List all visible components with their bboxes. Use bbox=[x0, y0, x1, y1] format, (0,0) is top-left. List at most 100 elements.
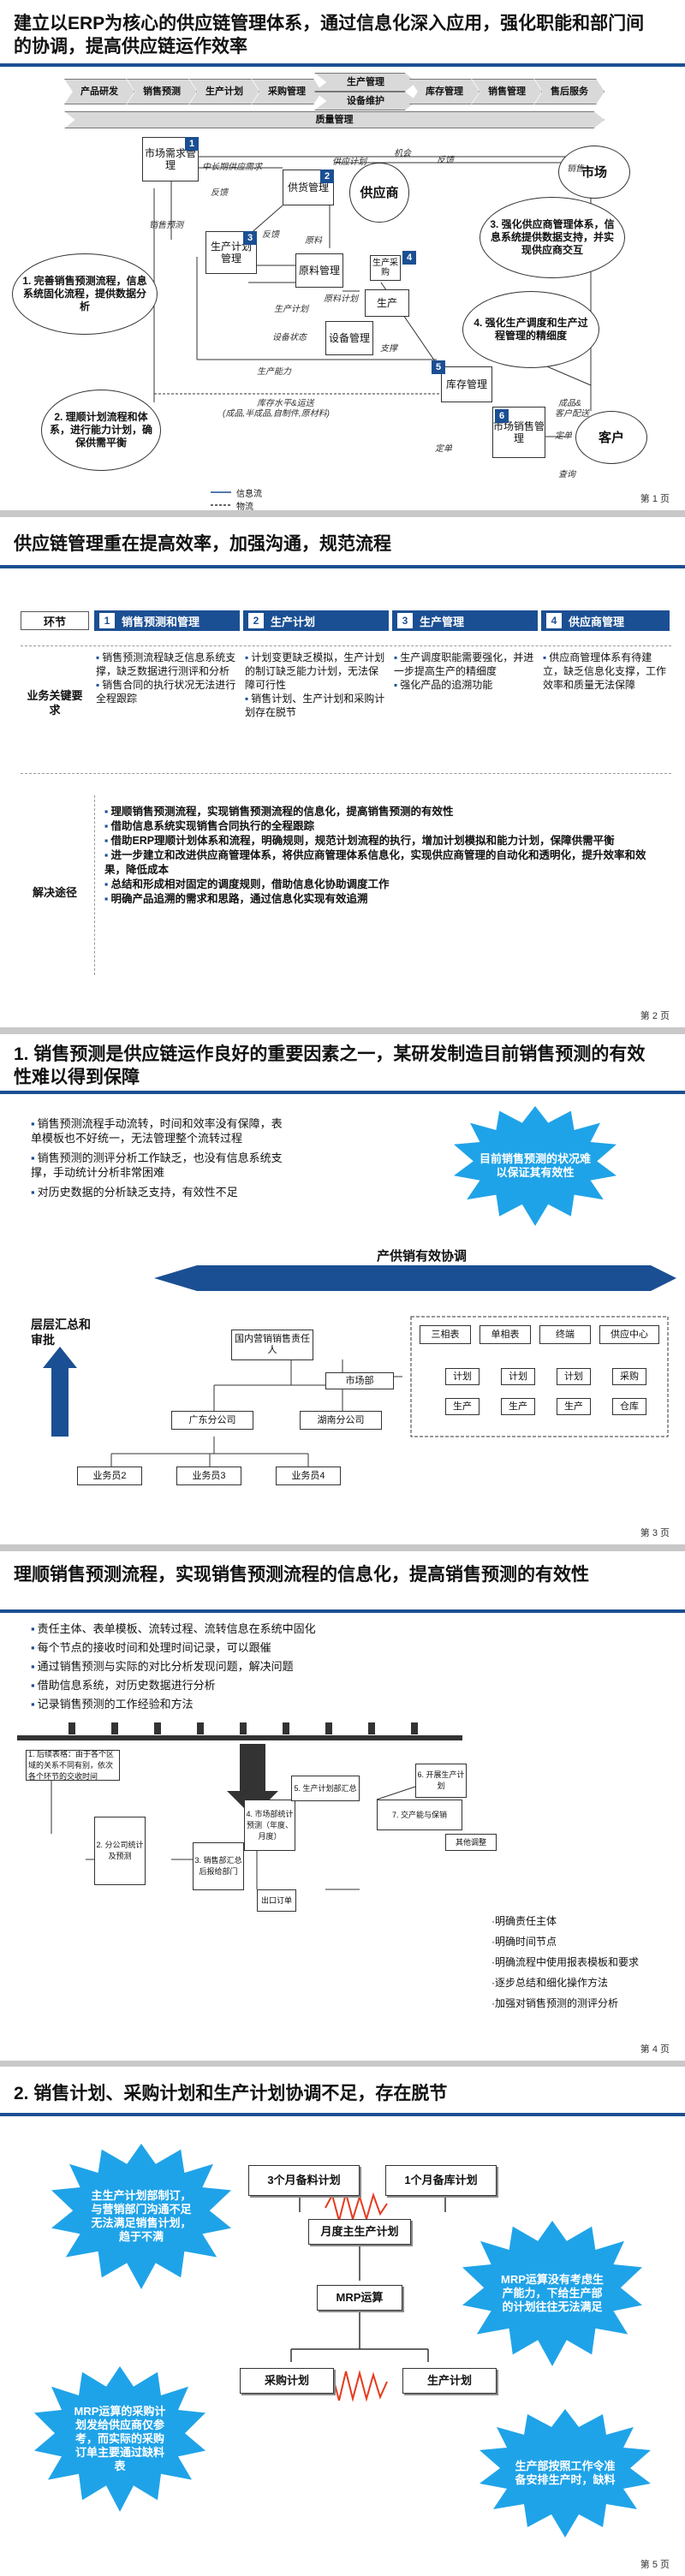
org-unit: 计划 bbox=[445, 1368, 480, 1385]
page-number: 第 3 页 bbox=[640, 1528, 670, 1538]
title-underline bbox=[0, 1609, 685, 1613]
flow-label: 原料计划 bbox=[324, 294, 358, 304]
process-step: 5. 生产计划部汇总 bbox=[291, 1776, 360, 1801]
req-cell: 销售预测流程缺乏信息系统支撑，缺乏数据进行测评和分析销售合同的执行状况无法进行全… bbox=[96, 651, 237, 705]
flow-label: 设备状态 bbox=[272, 333, 307, 342]
page-number: 第 4 页 bbox=[640, 2044, 670, 2055]
callout-oval: 1. 完善销售预测流程，信息系统固化流程，提供数据分析 bbox=[12, 253, 158, 335]
node-supply-mgmt: 供货管理 bbox=[283, 170, 334, 205]
process-step: 6. 开展生产计划 bbox=[415, 1764, 467, 1798]
flow-label: 反馈 bbox=[211, 188, 228, 198]
org-unit: 计划 bbox=[557, 1368, 591, 1385]
bullet-list: 销售预测流程手动流转，时间和效率没有保障，表单模板也不好统一，无法管理整个流转过… bbox=[31, 1116, 288, 1199]
flow-label: 销售预测 bbox=[149, 221, 183, 230]
slide-title: 2. 销售计划、采购计划和生产计划协调不足，存在脱节 bbox=[14, 2084, 448, 2103]
callout-oval: 3. 强化供应商管理体系，信息系统提供数据支持，并实现供应商交互 bbox=[480, 197, 625, 278]
chain-step: 产品研发 bbox=[64, 79, 134, 104]
page-number: 第 1 页 bbox=[640, 494, 670, 504]
node-production: 生产 bbox=[365, 289, 409, 317]
node-number: 4 bbox=[402, 251, 416, 265]
slide-title: 建立以ERP为核心的供应链管理体系，通过信息化深入应用，强化职能和部门间的协调，… bbox=[14, 14, 645, 57]
legend-material-flow: 物流 bbox=[236, 503, 253, 510]
node-supplier: 供应商 bbox=[349, 163, 409, 223]
callout-oval: 2. 理顺计划流程和体系，进行能力计划，确保供需平衡 bbox=[41, 390, 161, 471]
node-customer: 客户 bbox=[575, 411, 647, 464]
flow-label: (成品,半成品,自制件,原材料) bbox=[223, 409, 330, 419]
chain-step: 采购管理 bbox=[252, 79, 322, 104]
flow-label: 生产能力 bbox=[257, 367, 291, 377]
quality-bar: 质量管理 bbox=[64, 111, 605, 128]
org-unit: 采购 bbox=[612, 1368, 646, 1385]
req-cell: 计划变更缺乏模拟，生产计划的制订缺乏能力计划，无法保障可行性销售计划、生产计划和… bbox=[245, 651, 386, 719]
stage-label: 销售预测和管理 bbox=[122, 615, 200, 628]
stage-label: 供应商管理 bbox=[569, 615, 625, 628]
flow-label: 反馈 bbox=[437, 156, 454, 165]
flow-label: 查询 bbox=[558, 470, 575, 479]
slide-3: 1. 销售预测是供应链运作良好的重要因素之一，某研发制造目前销售预测的有效性难以… bbox=[0, 1034, 685, 1544]
org-unit: 生产 bbox=[557, 1398, 591, 1415]
req-cell: 生产调度职能需要强化，并进一步提高生产的精细度强化产品的追溯功能 bbox=[394, 651, 535, 692]
org-group: 三相表 bbox=[420, 1325, 471, 1344]
org-unit: 生产 bbox=[501, 1398, 535, 1415]
flow-label: 供应计划 bbox=[332, 158, 366, 167]
node-number: 3 bbox=[243, 231, 257, 245]
callout-oval: 4. 强化生产调度和生产过程管理的精细度 bbox=[462, 291, 599, 368]
flow-label: 成品& bbox=[558, 399, 581, 408]
title-underline bbox=[0, 63, 685, 67]
node-prod-plan: 生产计划管理 bbox=[206, 231, 257, 274]
org-rep: 业务员2 bbox=[77, 1466, 142, 1485]
plan-box: 生产计划 bbox=[402, 2368, 497, 2394]
org-group: 单相表 bbox=[480, 1325, 531, 1344]
plan-box: 1个月备库计划 bbox=[385, 2165, 497, 2196]
node-number: 2 bbox=[320, 170, 334, 183]
org-group: 终端 bbox=[539, 1325, 591, 1344]
stage-label: 生产计划 bbox=[271, 615, 316, 628]
org-unit: 生产 bbox=[445, 1398, 480, 1415]
flow-label: 生产计划 bbox=[274, 305, 308, 314]
slide-1: 建立以ERP为核心的供应链管理体系，通过信息化深入应用，强化职能和部门间的协调，… bbox=[0, 0, 685, 510]
plan-box: 月度主生产计划 bbox=[308, 2219, 411, 2245]
coord-label: 产供销有效协调 bbox=[377, 1249, 468, 1264]
flow-label: 支撑 bbox=[380, 344, 397, 354]
col-header: 环节 bbox=[21, 611, 89, 630]
flow-label: 中长期供应需求 bbox=[202, 163, 262, 172]
flow-label: 原料 bbox=[305, 236, 322, 246]
plan-box: 采购计划 bbox=[240, 2368, 334, 2394]
process-step: 其他调整 bbox=[445, 1834, 497, 1851]
org-rep: 业务员4 bbox=[276, 1466, 341, 1485]
slide-5: 2. 销售计划、采购计划和生产计划协调不足，存在脱节 3个月备料计划 1个月备库… bbox=[0, 2067, 685, 2576]
org-branch: 湖南分公司 bbox=[300, 1411, 382, 1430]
chain-step: 库存管理 bbox=[409, 79, 480, 104]
org-branch: 广东分公司 bbox=[171, 1411, 253, 1430]
process-step: 7. 交产能与保销 bbox=[377, 1800, 462, 1830]
flow-label: 机会 bbox=[394, 149, 411, 158]
page-number: 第 5 页 bbox=[640, 2560, 670, 2570]
right-list: ·明确责任主体 ·明确时间节点 ·明确流程中使用报表模板和要求 ·逐步总结和细化… bbox=[491, 1915, 639, 2009]
node-market: 市场 bbox=[558, 146, 630, 199]
slide-4: 理顺销售预测流程，实现销售预测流程的信息化，提高销售预测的有效性 责任主体、表单… bbox=[0, 1551, 685, 2061]
node-sales-mgmt: 市场销售管理 bbox=[492, 407, 545, 458]
plan-box: 3个月备料计划 bbox=[248, 2165, 360, 2196]
chain-step: 销售管理 bbox=[472, 79, 542, 104]
node-number: 5 bbox=[432, 360, 445, 374]
org-group: 供应中心 bbox=[599, 1325, 659, 1344]
flow-label: 反馈 bbox=[262, 230, 279, 240]
solution-list: 理顺销售预测流程，实现销售预测流程的信息化，提高销售预测的有效性 借助信息系统实… bbox=[104, 805, 661, 907]
title-underline bbox=[0, 2113, 685, 2116]
flow-label: 定单 bbox=[555, 431, 572, 441]
process-step: 出口订单 bbox=[257, 1889, 296, 1912]
flow-label: 客户配送 bbox=[555, 409, 589, 419]
row-label: 业务关键要求 bbox=[27, 689, 83, 717]
page-number: 第 2 页 bbox=[640, 1011, 670, 1021]
stage-num: 3 bbox=[397, 613, 413, 628]
process-step: 4. 市场部统计预测（年度、月度） bbox=[244, 1800, 295, 1851]
chain-step: 售后服务 bbox=[534, 79, 605, 104]
row-frame bbox=[21, 645, 671, 774]
req-cell: 供应商管理体系有待建立，缺乏信息化支撑，工作效率和质量无法保障 bbox=[543, 651, 670, 692]
title-underline bbox=[0, 565, 685, 568]
org-market-dept: 市场部 bbox=[325, 1372, 394, 1389]
